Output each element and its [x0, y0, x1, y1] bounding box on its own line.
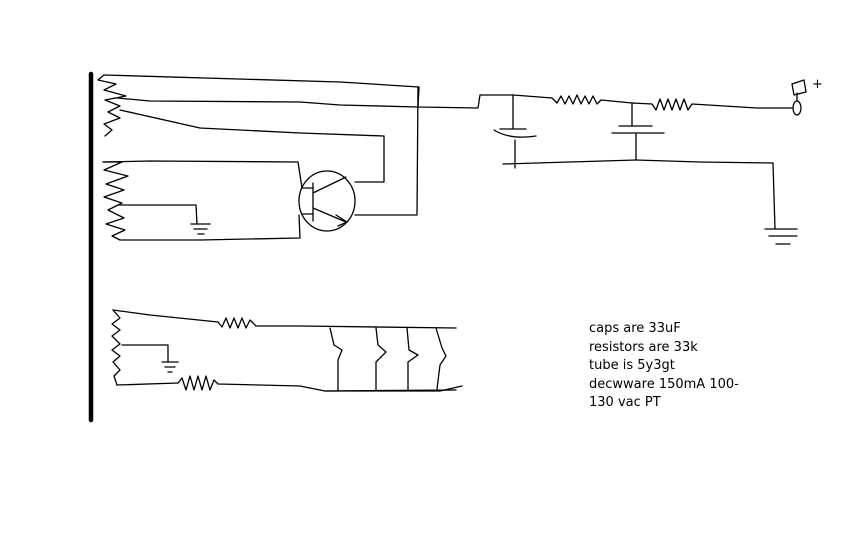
- ground-symbol-3: [161, 361, 179, 373]
- wire-lower-bottom: [116, 382, 179, 386]
- parallel-branch-1: [329, 327, 343, 391]
- resistor-1: [551, 94, 633, 105]
- capacitor-1: [493, 128, 537, 138]
- transformer-filament-winding: [102, 161, 129, 241]
- wire-ground-return: [502, 159, 776, 230]
- resistor-2: [631, 98, 793, 111]
- ground-symbol-2: [764, 228, 798, 245]
- output-terminal: [791, 79, 807, 116]
- wire-lower-top: [112, 309, 219, 323]
- wire-filter-top: [512, 94, 553, 99]
- wire-filament-bottom: [119, 214, 301, 241]
- parallel-branch-3: [406, 327, 419, 391]
- wire-filament-center-tap: [117, 204, 198, 225]
- note-line: tube is 5y3gt: [589, 358, 675, 373]
- resistor-4: [177, 375, 457, 392]
- rectifier-tube-symbol: [298, 170, 356, 232]
- wire-hv-center: [116, 97, 419, 108]
- output-terminal-label: +: [812, 77, 823, 92]
- wire-lower-center-tap: [121, 344, 169, 363]
- note-line: caps are 33uF: [589, 321, 681, 336]
- note-line: resistors are 33k: [589, 339, 698, 355]
- component-notes: caps are 33uF resistors are 33k tube is …: [589, 320, 739, 413]
- ground-symbol-1: [190, 223, 211, 235]
- parallel-branch-4: [435, 327, 447, 390]
- wire-hv-to-tube: [354, 86, 419, 216]
- note-line: decwware 150mA 100-: [589, 376, 739, 392]
- wire-hv-bottom: [119, 109, 385, 183]
- parallel-branch-2: [375, 327, 387, 391]
- resistor-3: [217, 317, 457, 329]
- wire-lower-end: [324, 385, 463, 392]
- capacitor-2: [611, 125, 665, 134]
- wire-filament-top: [102, 160, 303, 189]
- note-line: 130 vac PT: [589, 395, 661, 410]
- transformer-secondary-winding-hv: [97, 74, 127, 137]
- transformer-winding-lower: [111, 309, 121, 386]
